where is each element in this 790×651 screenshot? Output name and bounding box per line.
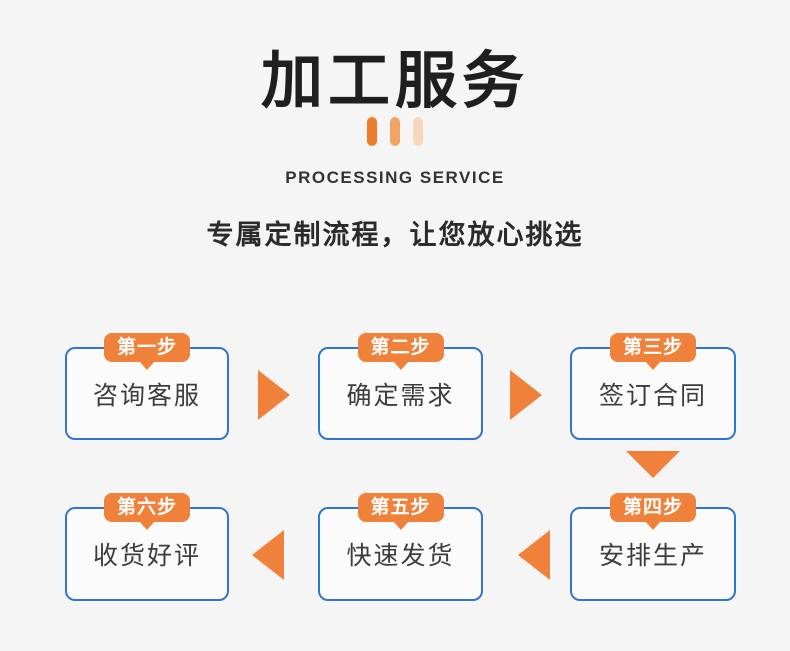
step-badge-6: 第六步: [103, 493, 191, 522]
step-badge-4: 第四步: [609, 493, 697, 522]
step-label-3: 签订合同: [598, 381, 707, 410]
step-box-4: 第四步 安排生产: [570, 493, 736, 601]
step-badge-1: 第一步: [103, 333, 191, 362]
arrow-left-icon: [252, 530, 284, 580]
arrow-left-icon: [518, 530, 550, 580]
arrow-right-icon: [510, 370, 542, 420]
step-badge-3: 第三步: [609, 333, 697, 362]
divider-bar-dark-icon: [367, 117, 377, 146]
step-label-5: 快速发货: [346, 542, 455, 570]
step-box-1: 第一步 咨询客服: [65, 333, 229, 440]
subtitle-english: PROCESSING SERVICE: [285, 168, 505, 187]
step-label-2: 确定需求: [346, 381, 455, 410]
page-title: 加工服务: [260, 47, 529, 116]
arrow-right-icon: [258, 370, 290, 420]
divider-bar-medium-icon: [390, 117, 400, 146]
step-box-3: 第三步 签订合同: [570, 333, 736, 440]
tagline: 专属定制流程，让您放心挑选: [206, 220, 584, 250]
step-label-6: 收货好评: [92, 542, 201, 570]
step-box-2: 第二步 确定需求: [318, 333, 483, 440]
step-label-1: 咨询客服: [92, 381, 201, 410]
step-box-5: 第五步 快速发货: [318, 493, 483, 601]
step-badge-2: 第二步: [357, 333, 444, 362]
divider-bar-light-icon: [413, 117, 423, 146]
step-box-6: 第六步 收货好评: [65, 493, 229, 601]
title-divider: [0, 117, 790, 146]
step-label-4: 安排生产: [598, 542, 707, 570]
step-badge-5: 第五步: [357, 493, 444, 522]
arrow-down-icon: [626, 451, 680, 478]
